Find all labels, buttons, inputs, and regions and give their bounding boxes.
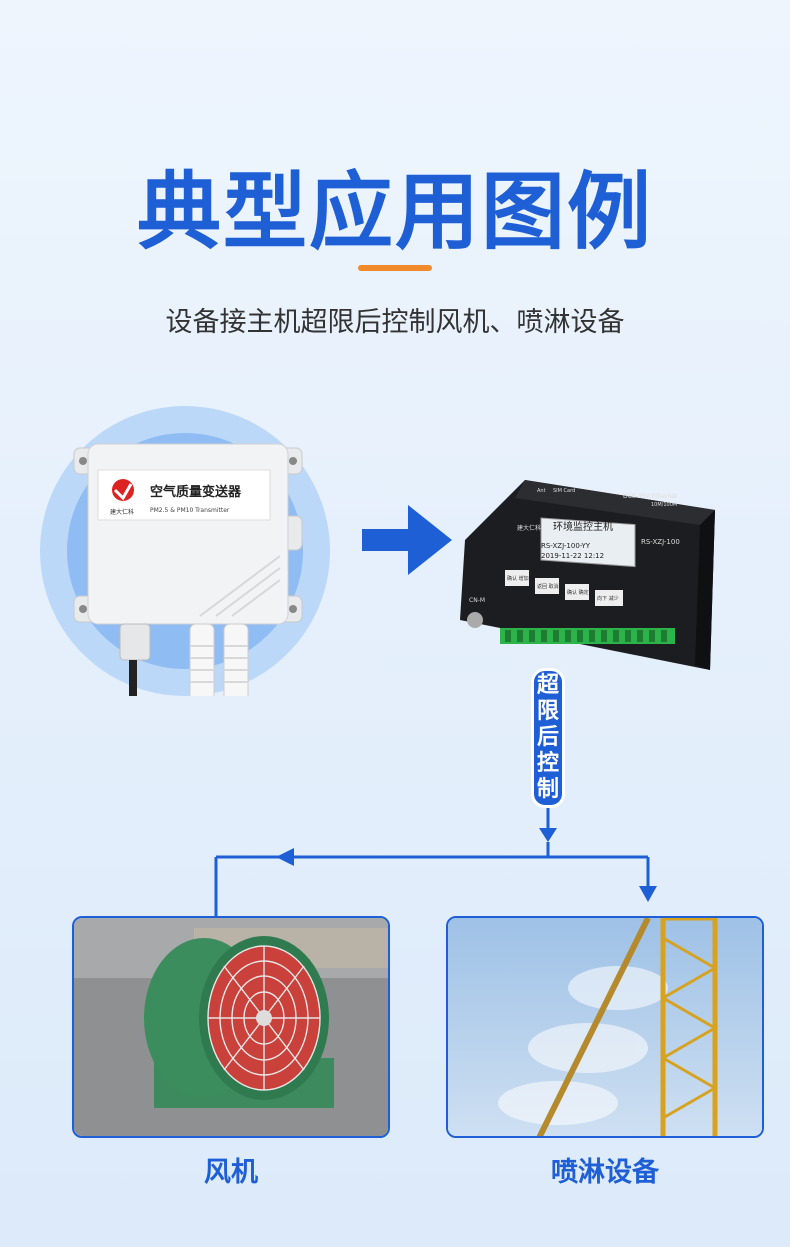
controller-model-line: RS-XZJ-100-YY <box>541 542 591 550</box>
controller-power: DC9-35V Ethernet <box>623 493 678 500</box>
controller-button-4: 向下 减少 <box>597 595 619 602</box>
down-arrow-icon <box>639 886 657 902</box>
controller-button-3: 确认 确定 <box>567 589 589 596</box>
over-limit-control-label: 超 限 后 控 制 <box>531 668 565 808</box>
page-title: 典型应用图例 <box>136 163 653 261</box>
controller-datetime: 2019-11-22 12:12 <box>541 552 604 560</box>
fan-caption: 风机 <box>204 1157 258 1188</box>
page-subtitle: 设备接主机超限后控制风机、喷淋设备 <box>165 307 625 338</box>
control-char-5: 制 <box>536 777 559 802</box>
left-arrow-icon <box>276 848 294 866</box>
controller-model-tag: RS-XZJ-100 <box>641 538 680 546</box>
title-underline <box>358 265 432 271</box>
controller-speed: 10M/100M <box>651 502 677 508</box>
controller-name: 环境监控主机 <box>553 520 613 533</box>
control-char-2: 限 <box>536 699 559 724</box>
right-arrow-icon <box>362 505 452 575</box>
fan-photo <box>72 916 390 1138</box>
control-char-4: 控 <box>536 751 559 776</box>
spray-caption: 喷淋设备 <box>551 1157 659 1188</box>
controller-brand: 建大仁科 <box>517 524 541 532</box>
sensor-brand: 建大仁科 <box>110 508 134 516</box>
controller-port-ant: Ant <box>537 488 546 494</box>
controller-button-2: 返回 取消 <box>537 583 559 590</box>
controller-port-sim: SIM Card <box>553 488 575 494</box>
control-char-3: 后 <box>536 725 559 750</box>
sensor-model: PM2.5 & PM10 Transmitter <box>150 507 230 514</box>
controller-button-1: 确认 增加 <box>507 575 529 582</box>
environment-monitoring-host: 环境监控主机 RS-XZJ-100-YY 2019-11-22 12:12 RS… <box>455 470 730 680</box>
air-quality-transmitter: 空气质量变送器 PM2.5 & PM10 Transmitter 建大仁科 <box>40 406 330 717</box>
control-char-1: 超 <box>536 673 559 698</box>
spray-photo <box>446 916 764 1138</box>
controller-port-cn: CN-M <box>469 597 485 604</box>
sensor-name: 空气质量变送器 <box>150 484 242 500</box>
